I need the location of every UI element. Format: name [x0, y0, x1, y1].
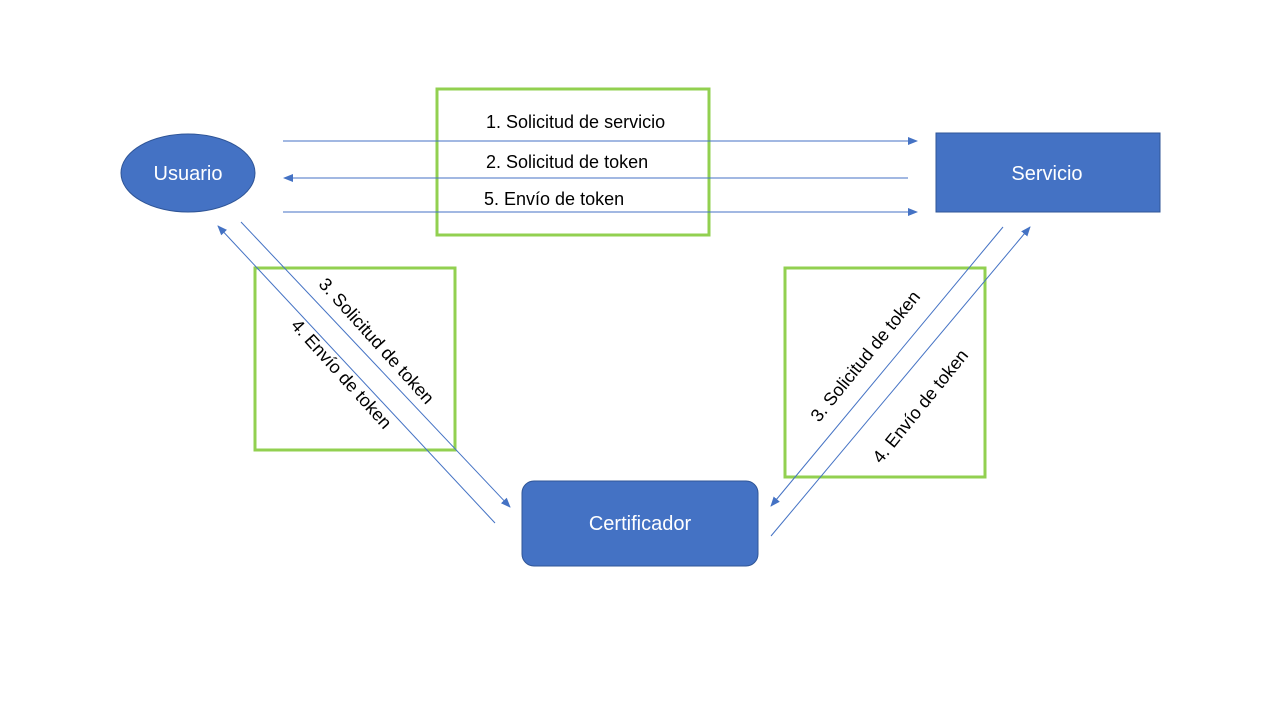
- highlight-box-right: [783, 266, 987, 479]
- node-certificador: Certificador: [521, 480, 759, 567]
- servicio-rect: [935, 132, 1161, 213]
- label-right-4-envio-token: 4. Envío de token: [868, 345, 972, 466]
- label-5-envio-token: 5. Envío de token: [484, 189, 624, 209]
- label-2-solicitud-token: 2. Solicitud de token: [486, 152, 648, 172]
- highlight-box-left: [253, 266, 457, 452]
- label-1-solicitud-servicio: 1. Solicitud de servicio: [486, 112, 665, 132]
- arrow-left-3-solicitud-token: [240, 221, 511, 508]
- arrow-right-3-solicitud-token: [770, 226, 1004, 507]
- arrow-right-4-envio-token: [770, 226, 1031, 537]
- label-right-3-solicitud-token: 3. Solicitud de token: [807, 287, 925, 426]
- usuario-label: Usuario: [154, 163, 223, 185]
- usuario-ellipse: [120, 133, 256, 213]
- arrow-left-4-envio-token: [217, 225, 496, 524]
- node-usuario: Usuario: [120, 133, 256, 213]
- highlight-box-top: [435, 87, 711, 237]
- node-servicio: Servicio: [935, 132, 1161, 213]
- certificador-rect: [521, 480, 759, 567]
- label-left-3-solicitud-token: 3. Solicitud de token: [315, 274, 438, 408]
- certificador-label: Certificador: [589, 513, 692, 535]
- servicio-label: Servicio: [1011, 163, 1082, 185]
